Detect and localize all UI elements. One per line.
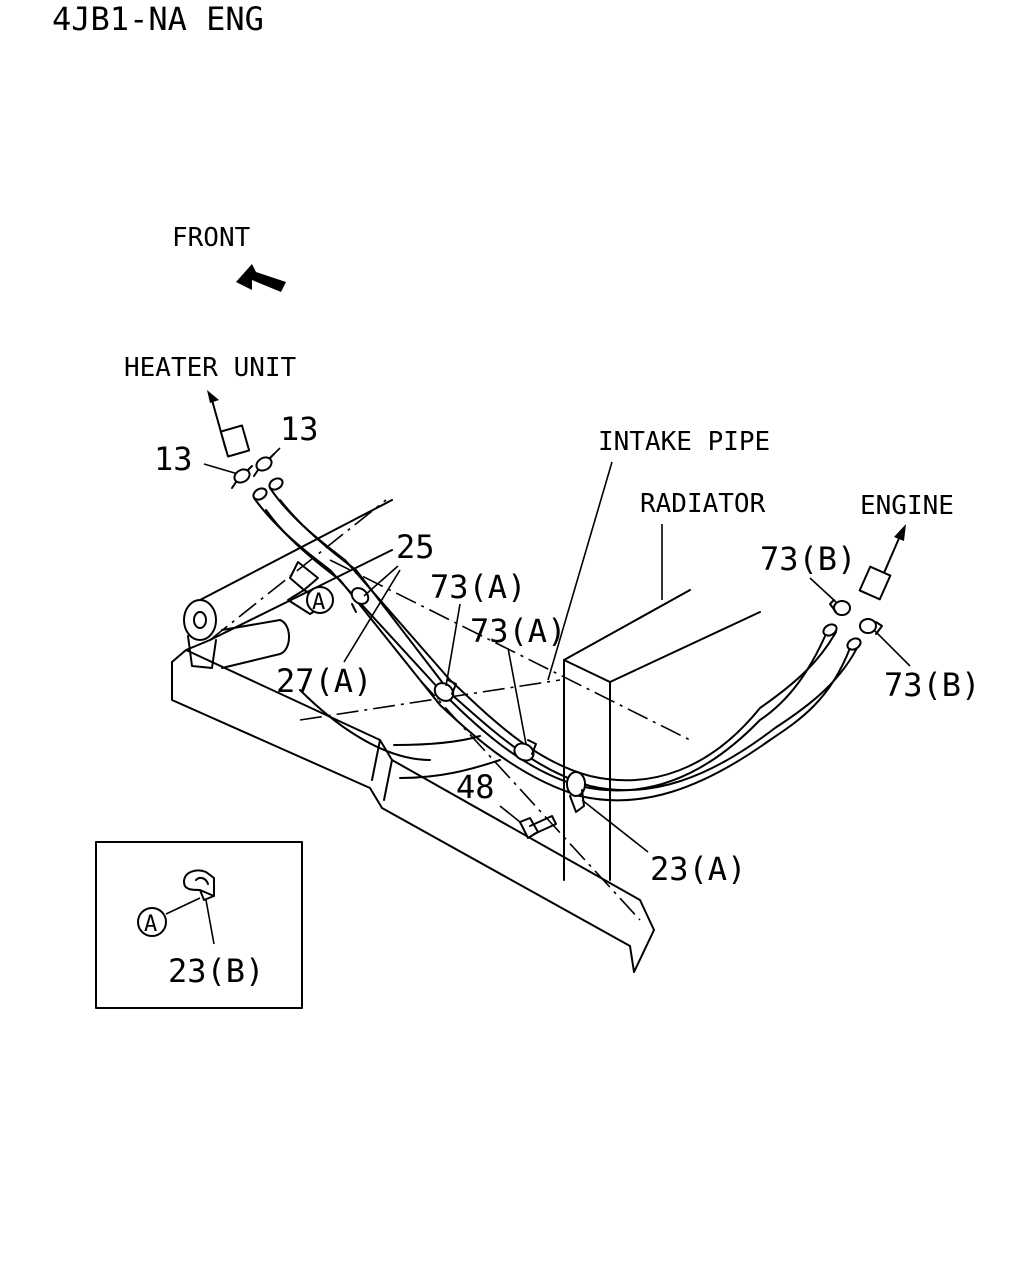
part-25-label: 25 — [396, 528, 435, 566]
engine-arrow-icon — [858, 524, 906, 601]
ref-a-circle-main — [306, 586, 334, 614]
part-13-label-left: 13 — [154, 440, 193, 478]
part-73a-label-2: 73(A) — [470, 612, 566, 650]
radiator-block — [563, 589, 761, 881]
front-label: FRONT — [172, 223, 251, 253]
part-23a-label: 23(A) — [650, 850, 746, 888]
heater-unit-arrow-icon — [207, 390, 251, 458]
heater-hoses — [252, 477, 862, 802]
intake-pipe-line — [547, 461, 613, 681]
hose-clamp-23a-icon — [566, 771, 586, 813]
bolt-48-icon — [519, 815, 557, 839]
ref-a-label-inset: A — [144, 912, 157, 937]
hose-clamp-73b-1-icon — [829, 599, 851, 616]
part-13-label-right: 13 — [280, 410, 319, 448]
heater-unit-label: HEATER UNIT — [124, 353, 297, 383]
ref-a-circle-inset — [137, 907, 167, 937]
hose-clamp-73a-1-icon — [433, 679, 457, 702]
hose-clamp-13-right-icon — [253, 453, 275, 477]
front-arrow-icon — [236, 264, 286, 292]
part-23b-label: 23(B) — [168, 952, 264, 990]
inset-detail-box — [95, 841, 303, 1009]
radiator-label: RADIATOR — [640, 489, 766, 519]
diagram-title: 4JB1-NA ENG — [52, 0, 264, 38]
crossmember — [183, 499, 501, 779]
part-73b-label-2: 73(B) — [884, 666, 980, 704]
part-27a-label: 27(A) — [276, 662, 372, 700]
ref-a-label-main: A — [312, 590, 325, 615]
part-48-label: 48 — [456, 768, 495, 806]
part-73a-label-1: 73(A) — [430, 568, 526, 606]
hose-clamp-13-left-icon — [231, 465, 253, 489]
hose-clamp-25-icon — [350, 587, 370, 613]
hose-clamp-73b-2-icon — [859, 618, 883, 635]
hose-clamp-73a-2-icon — [513, 739, 537, 762]
intake-pipe-label: INTAKE PIPE — [598, 427, 770, 457]
part-73b-label-1: 73(B) — [760, 540, 856, 578]
engine-label: ENGINE — [860, 491, 954, 521]
